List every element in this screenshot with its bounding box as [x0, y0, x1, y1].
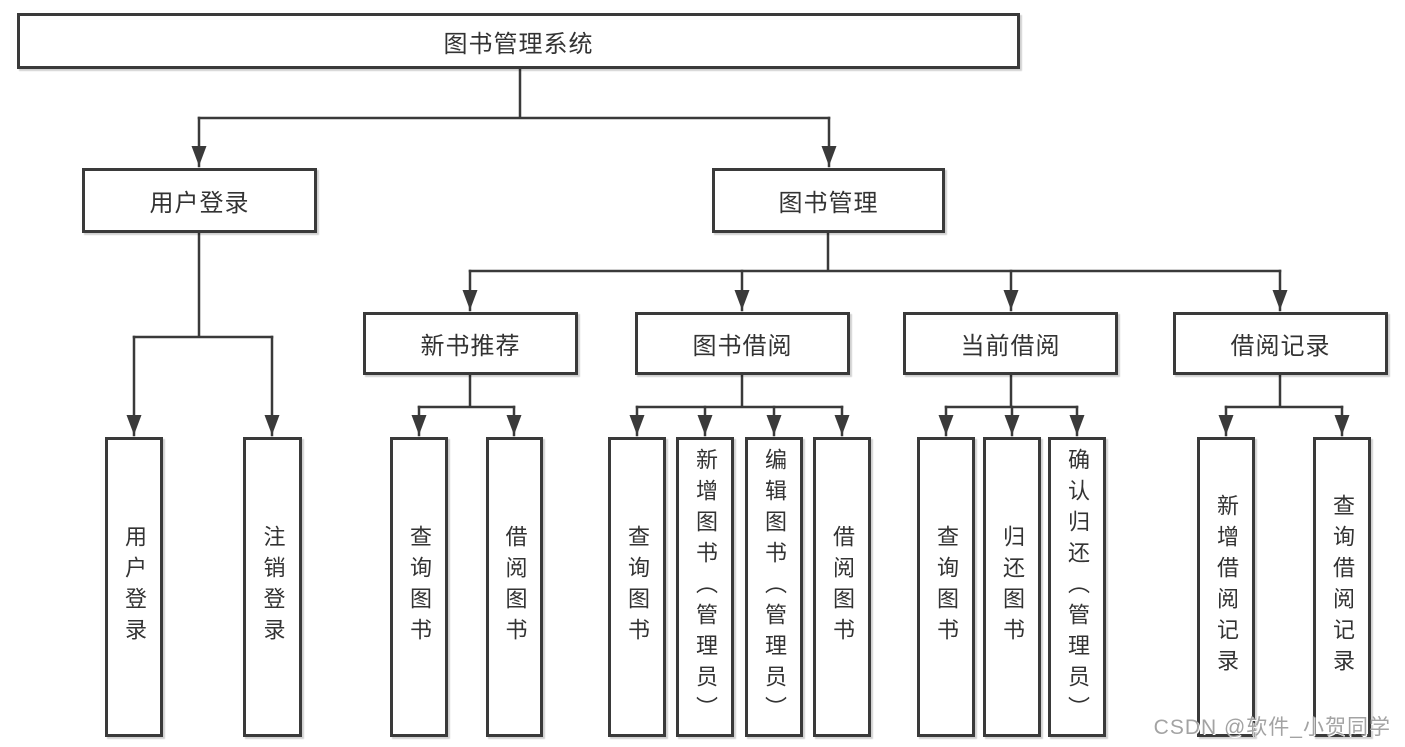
leaf-borrow-add-book-admin-label: 新增图书（管理员） — [693, 447, 718, 727]
node-book-management: 图书管理 — [712, 168, 945, 233]
leaf-newbook-query-book-label: 查询图书 — [407, 525, 432, 649]
node-root-library-system: 图书管理系统 — [17, 13, 1020, 69]
leaf-records-add-record-label: 新增借阅记录 — [1214, 494, 1239, 680]
leaf-logout-label: 注销登录 — [260, 525, 286, 649]
connector-borrowrecords-to-leaves — [1218, 373, 1350, 437]
connector-currentborrow-to-leaves — [938, 373, 1085, 437]
leaf-current-return-book: 归还图书 — [983, 437, 1041, 737]
leaf-borrow-borrow-book: 借阅图书 — [813, 437, 871, 737]
node-new-book-recommend: 新书推荐 — [363, 312, 578, 375]
node-current-borrow-label: 当前借阅 — [960, 333, 1061, 360]
leaf-current-confirm-return-admin: 确认归还（管理员） — [1048, 437, 1106, 737]
leaf-current-return-book-label: 归还图书 — [1000, 525, 1025, 649]
connector-newbook-to-leaves — [411, 373, 522, 437]
leaf-current-query-book: 查询图书 — [917, 437, 975, 737]
leaf-borrow-borrow-book-label: 借阅图书 — [830, 525, 855, 649]
connector-root-to-level2 — [191, 67, 837, 168]
leaf-user-login-label: 用户登录 — [122, 525, 147, 649]
leaf-newbook-query-book: 查询图书 — [390, 437, 448, 737]
connector-bookborrow-to-leaves — [629, 373, 850, 437]
leaf-borrow-query-book-label: 查询图书 — [625, 525, 650, 649]
node-book-management-label: 图书管理 — [778, 190, 879, 217]
leaf-borrow-edit-book-admin-label: 编辑图书（管理员） — [762, 447, 787, 727]
node-user-login: 用户登录 — [82, 168, 317, 233]
leaf-newbook-borrow-book: 借阅图书 — [486, 437, 543, 737]
node-user-login-label: 用户登录 — [149, 190, 250, 217]
leaf-newbook-borrow-book-label: 借阅图书 — [502, 525, 528, 649]
leaf-current-confirm-return-admin-label: 确认归还（管理员） — [1065, 447, 1090, 727]
node-borrow-records-label: 借阅记录 — [1230, 333, 1331, 360]
node-book-borrow-label: 图书借阅 — [692, 333, 793, 360]
leaf-records-query-record: 查询借阅记录 — [1313, 437, 1371, 737]
leaf-records-query-record-label: 查询借阅记录 — [1330, 494, 1355, 680]
csdn-watermark: CSDN @软件_小贺同学 — [1153, 716, 1391, 739]
node-new-book-recommend-label: 新书推荐 — [420, 333, 521, 360]
leaf-logout: 注销登录 — [243, 437, 302, 737]
node-root-label: 图书管理系统 — [443, 30, 594, 58]
leaf-records-add-record: 新增借阅记录 — [1197, 437, 1255, 737]
leaf-borrow-edit-book-admin: 编辑图书（管理员） — [745, 437, 803, 737]
node-book-borrow: 图书借阅 — [635, 312, 850, 375]
leaf-borrow-query-book: 查询图书 — [608, 437, 666, 737]
leaf-user-login: 用户登录 — [105, 437, 163, 737]
leaf-current-query-book-label: 查询图书 — [934, 525, 959, 649]
connector-userlogin-to-leaves — [126, 231, 280, 437]
node-borrow-records: 借阅记录 — [1173, 312, 1388, 375]
node-current-borrow: 当前借阅 — [903, 312, 1118, 375]
connector-bookmgmt-to-level3 — [462, 231, 1288, 312]
leaf-borrow-add-book-admin: 新增图书（管理员） — [676, 437, 734, 737]
